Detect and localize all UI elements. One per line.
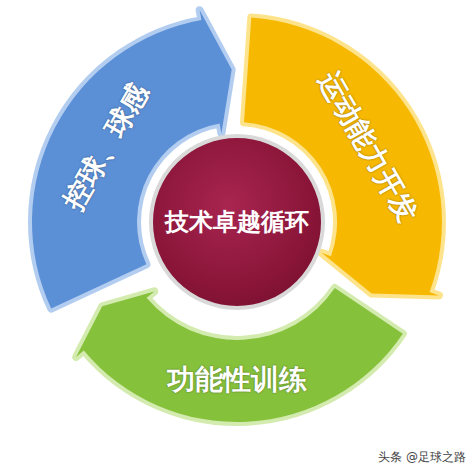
segment-label: 控球、球感: [59, 79, 156, 216]
watermark: 头条 @足球之路: [378, 449, 466, 466]
segment-label: 功能性训练: [167, 365, 307, 396]
center-circle: 技术卓越循环: [149, 134, 325, 310]
segment-label: 运动能力开发: [312, 67, 423, 228]
center-label: 技术卓越循环: [165, 209, 309, 235]
